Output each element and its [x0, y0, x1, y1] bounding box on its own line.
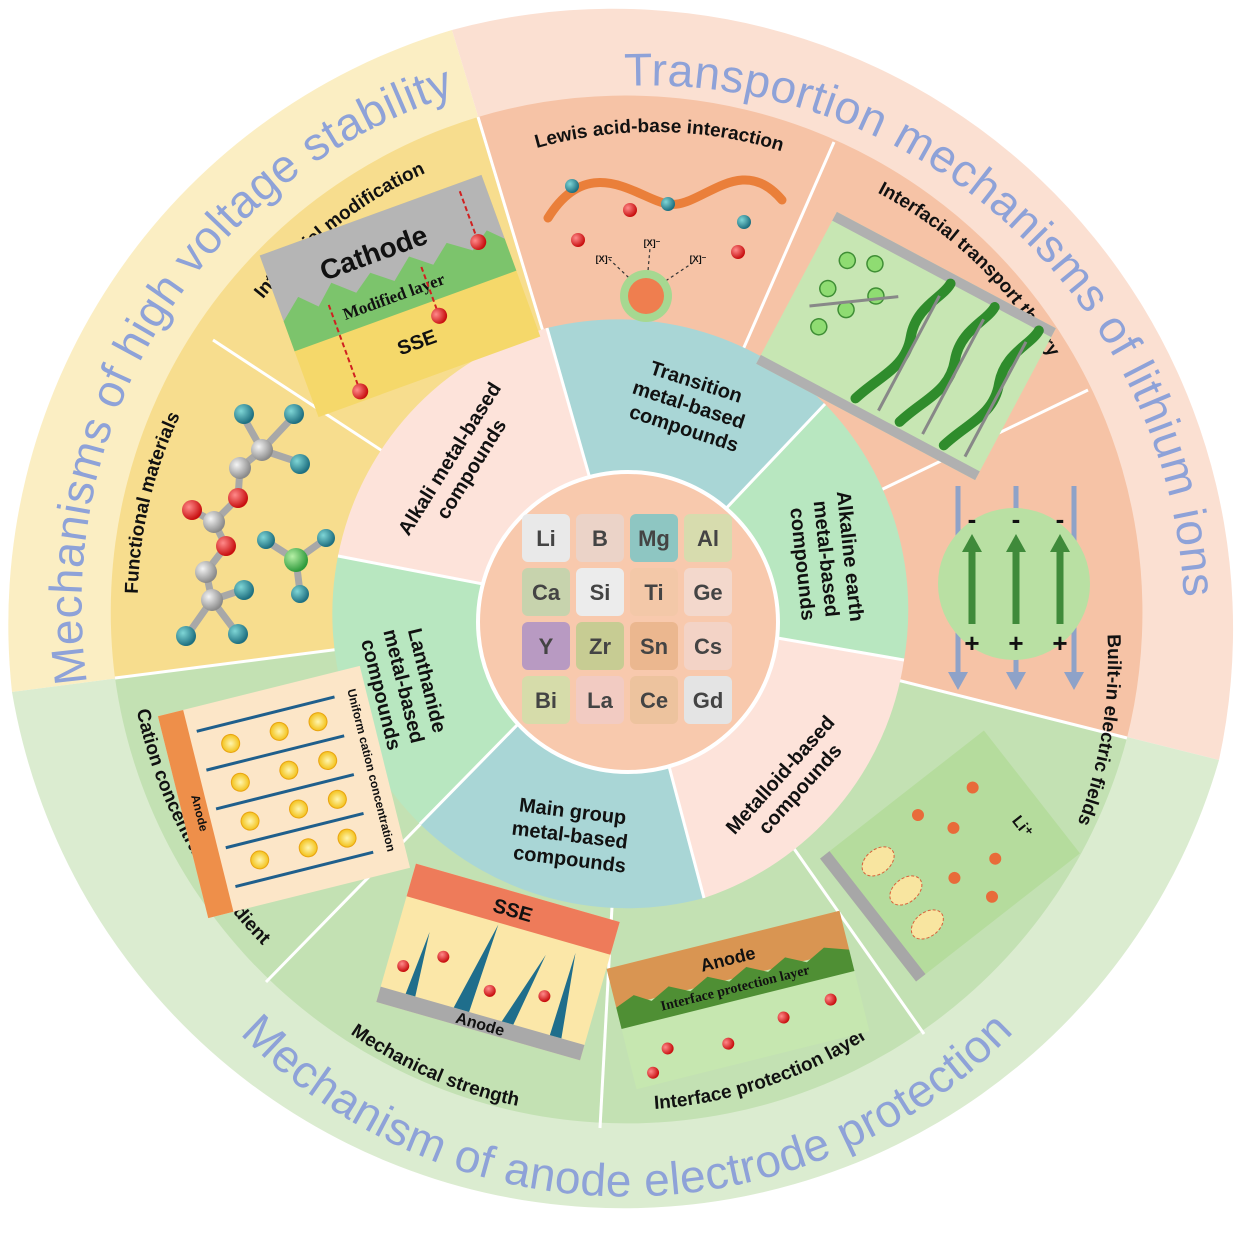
element-tile-sn: Sn	[630, 622, 678, 670]
element-tile-bg	[630, 676, 678, 724]
element-tile-gd: Gd	[684, 676, 732, 724]
element-tile-cs: Cs	[684, 622, 732, 670]
illustration-li-ion-solvation: Li⁺	[820, 730, 1080, 982]
element-tile-b: B	[576, 514, 624, 562]
element-tile-bg	[522, 622, 570, 670]
svg-text:+: +	[1052, 628, 1067, 658]
illustration-interface-protection: Anode Interface protection layer	[606, 910, 870, 1090]
svg-text:-: -	[968, 504, 977, 534]
element-tile-bg	[630, 568, 678, 616]
element-symbol: Al	[697, 526, 719, 551]
label-alkaline-earth: Alkaline earth metal-based compounds	[784, 490, 868, 633]
element-tile-ti: Ti	[630, 568, 678, 616]
element-tile-bg	[684, 568, 732, 616]
molecule-atoms	[176, 404, 335, 646]
element-symbol: Gd	[693, 688, 724, 713]
sse-layer	[406, 863, 620, 955]
element-tile-mg: Mg	[630, 514, 678, 562]
element-tile-bg	[576, 514, 624, 562]
anode-strip	[157, 709, 234, 919]
anode-layer	[376, 986, 585, 1061]
anion-label: [X]⁻	[644, 238, 661, 248]
element-symbol: Mg	[638, 526, 670, 551]
element-symbol: B	[592, 526, 608, 551]
svg-text:-: -	[1012, 504, 1021, 534]
element-tile-bg	[576, 622, 624, 670]
element-tile-ge: Ge	[684, 568, 732, 616]
element-tile-bi: Bi	[522, 676, 570, 724]
li-ion	[623, 203, 637, 217]
element-tile-la: La	[576, 676, 624, 724]
element-tile-bg	[630, 622, 678, 670]
element-symbol: Cs	[694, 634, 722, 659]
illustration-lewis: [X]⁻ [X]⁻ [X]⁻	[543, 175, 787, 322]
li-ion	[470, 233, 487, 250]
element-tile-bg	[576, 676, 624, 724]
li-ion	[352, 383, 369, 400]
illustration-interfacial-modification: Cathode Modified layer SSE	[259, 174, 541, 418]
illustration-interfacial-transport	[756, 211, 1056, 481]
element-symbol: Zr	[589, 634, 611, 659]
cathode-layer	[259, 174, 506, 322]
element-tile-si: Si	[576, 568, 624, 616]
illustration-electric-field: - - - + + +	[938, 486, 1090, 690]
element-symbol: Sn	[640, 634, 668, 659]
element-tile-li: Li	[522, 514, 570, 562]
illustration-cation-gradient: Anode Uniform cation concentration	[157, 665, 411, 919]
element-tile-ca: Ca	[522, 568, 570, 616]
element-tile-bg	[630, 514, 678, 562]
anion-label: [X]⁻	[690, 254, 707, 264]
element-symbol: Ca	[532, 580, 561, 605]
label-main-group: Main group metal-based compounds	[508, 794, 638, 878]
element-tile-bg	[684, 514, 732, 562]
element-tile-ce: Ce	[630, 676, 678, 724]
element-tile-bg	[684, 622, 732, 670]
element-tile-y: Y	[522, 622, 570, 670]
element-symbol: Ti	[644, 580, 663, 605]
element-symbol: Si	[590, 580, 611, 605]
li-ion	[431, 307, 448, 324]
element-tile-bg	[522, 676, 570, 724]
illustration-mechanical-strength: SSE Anode	[376, 863, 620, 1061]
anion-label: [X]⁻	[596, 254, 613, 264]
li-ion	[731, 245, 745, 259]
element-symbol: Y	[539, 634, 554, 659]
modified-layer	[283, 230, 517, 352]
svg-text:+: +	[964, 628, 979, 658]
li-ion	[571, 233, 585, 247]
element-symbol: Ge	[693, 580, 722, 605]
svg-text:-: -	[1056, 504, 1065, 534]
element-tile-bg	[522, 514, 570, 562]
element-tile-bg	[576, 568, 624, 616]
element-tile-zr: Zr	[576, 622, 624, 670]
svg-text:+: +	[1008, 628, 1023, 658]
element-tile-bg	[522, 568, 570, 616]
element-symbol: La	[587, 688, 613, 713]
element-symbol: Bi	[535, 688, 557, 713]
element-symbol: Ce	[640, 688, 668, 713]
element-symbol: Li	[536, 526, 556, 551]
element-tile-al: Al	[684, 514, 732, 562]
element-tile-bg	[684, 676, 732, 724]
